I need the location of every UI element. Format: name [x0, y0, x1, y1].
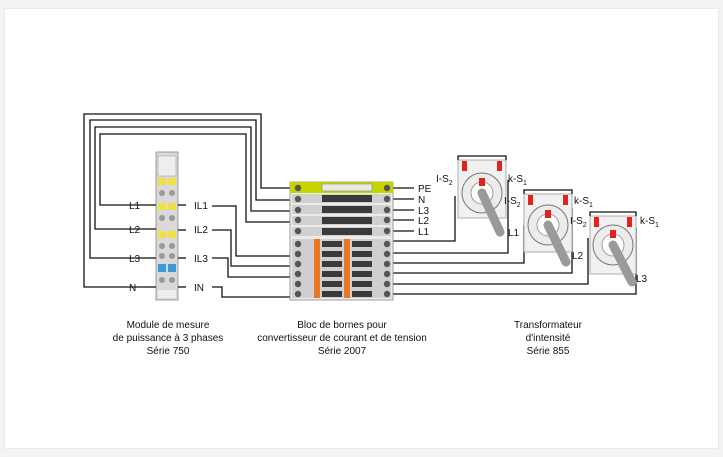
- wire-ct1-s1: [393, 180, 509, 254]
- label-meter-l2: L2: [129, 225, 141, 236]
- label-ct1-s2: I-S2: [436, 174, 453, 187]
- label-ct3-line: L3: [636, 274, 648, 285]
- label-ct2-s1: k-S1: [574, 196, 593, 209]
- label-terminal-pe: PE: [418, 184, 432, 195]
- label-meter-l1: L1: [129, 201, 141, 212]
- label-ct1-line: L1: [508, 228, 520, 239]
- svg-text:convertisseur de courant et de: convertisseur de courant et de tension: [257, 333, 427, 344]
- svg-text:Série 750: Série 750: [147, 346, 190, 357]
- terminal-block: [289, 181, 394, 301]
- wire-n-voltage: [83, 113, 290, 288]
- label-terminal-l2: L2: [418, 216, 430, 227]
- voltage-wires: [83, 113, 290, 288]
- caption-meter: Module de mesure de puissance à 3 phases…: [113, 320, 224, 357]
- svg-text:Transformateur: Transformateur: [514, 320, 583, 331]
- label-meter-il1: IL1: [194, 201, 208, 212]
- label-ct3-s2: I-S2: [570, 216, 587, 229]
- power-meter-module: [155, 151, 179, 301]
- label-meter-il2: IL2: [194, 225, 208, 236]
- terminal-current-rows: [292, 239, 391, 298]
- label-ct1-s1: k-S1: [508, 174, 527, 187]
- wire-il1: [212, 205, 290, 257]
- label-meter-il3: IL3: [194, 254, 208, 265]
- terminal-voltage-rows: [292, 183, 391, 236]
- meter-labels: L1 L2 L3 N IL1 IL2 IL3 IN: [129, 201, 208, 294]
- svg-text:de puissance à 3 phases: de puissance à 3 phases: [113, 333, 224, 344]
- wire-l2-voltage: [94, 126, 290, 230]
- svg-text:Série 855: Série 855: [527, 346, 570, 357]
- wire-ct3-s2: [393, 238, 589, 285]
- label-ct2-s2: I-S2: [504, 196, 521, 209]
- svg-text:Module de mesure: Module de mesure: [127, 320, 210, 331]
- wire-l3-voltage: [89, 119, 290, 259]
- meter-voltage-ports: [158, 178, 176, 283]
- wire-il2: [212, 229, 290, 267]
- caption-transformer: Transformateur d'intensité Série 855: [514, 320, 583, 357]
- wire-l1-voltage: [99, 133, 290, 223]
- caption-block: Bloc de bornes pour convertisseur de cou…: [257, 320, 427, 357]
- label-meter-n: N: [129, 283, 136, 294]
- svg-text:Série 2007: Série 2007: [318, 346, 367, 357]
- label-terminal-l3: L3: [418, 206, 430, 217]
- current-transformer-2: [523, 189, 573, 267]
- svg-text:Bloc de bornes pour: Bloc de bornes pour: [297, 320, 387, 331]
- transformer-labels: I-S2 k-S1 L1 I-S2 k-S1 L2 I-S2 k-S1 L3: [436, 174, 659, 285]
- meter-connectors: [149, 204, 186, 288]
- current-transformer-3: [589, 211, 637, 287]
- wire-il3: [212, 257, 290, 278]
- label-meter-l3: L3: [129, 254, 141, 265]
- label-terminal-l1: L1: [418, 227, 430, 238]
- svg-text:d'intensité: d'intensité: [526, 333, 571, 344]
- label-meter-in: IN: [194, 283, 204, 294]
- terminal-screws: [294, 184, 391, 298]
- current-transformer-1: [457, 155, 507, 237]
- wire-in: [212, 286, 290, 298]
- label-ct2-line: L2: [572, 251, 584, 262]
- label-ct3-s1: k-S1: [640, 216, 659, 229]
- terminal-labels: PE N L3 L2 L1: [418, 184, 432, 238]
- current-wires: [212, 205, 290, 298]
- wire-ct1-s2: [393, 196, 456, 242]
- label-terminal-n: N: [418, 195, 425, 206]
